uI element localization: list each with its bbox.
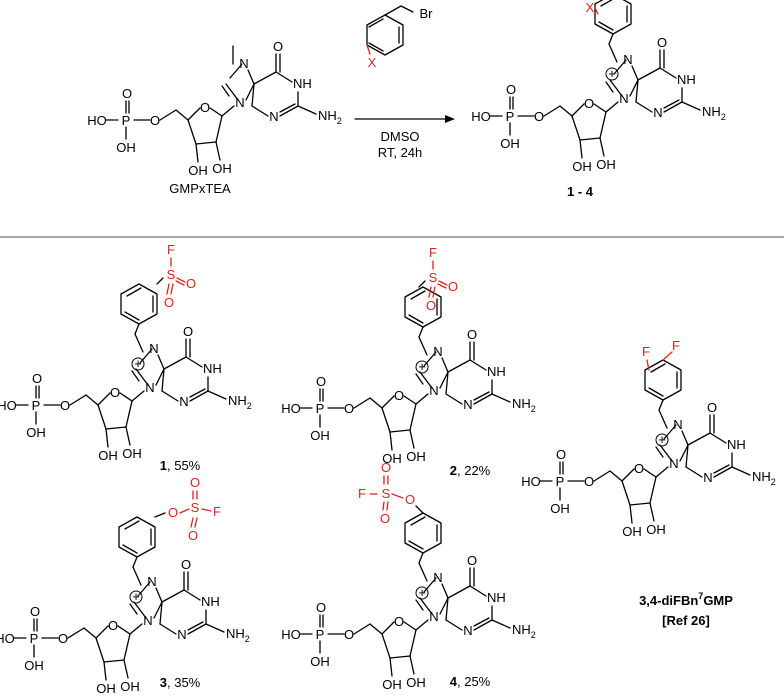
sulfur-label: S bbox=[382, 486, 391, 501]
compound-3-label: 3, 35% bbox=[160, 675, 201, 690]
substituent-x-label: X bbox=[586, 0, 595, 15]
product-general: X 1 - 4 bbox=[470, 0, 727, 199]
bromine-label: Br bbox=[420, 6, 434, 21]
compound-2: 2, 22% bbox=[280, 244, 537, 478]
compound-1: 1, 55% bbox=[0, 241, 253, 473]
reagent-benzyl-bromide: Br X bbox=[366, 5, 434, 70]
fluorine-label: F bbox=[642, 344, 650, 359]
starting-material-label: GMPxTEA bbox=[169, 181, 231, 196]
compound-4-label: 4, 25% bbox=[450, 674, 491, 689]
reference-compound-name: 3,4-diFBn7GMP bbox=[639, 591, 733, 608]
reaction-arrow: DMSO RT, 24h bbox=[354, 115, 455, 160]
fluorosulfate-group: O S F O O bbox=[358, 460, 424, 526]
compound-4: O S F O O 4, 25% bbox=[280, 460, 537, 693]
fluorine-label: F bbox=[672, 338, 680, 353]
starting-material: GMPxTEA bbox=[86, 38, 343, 196]
reference-citation: [Ref 26] bbox=[662, 613, 710, 628]
ether-oxygen-label: O bbox=[405, 492, 415, 507]
reference-compound: F F 3,4-diFBn7GMP [Ref 26] bbox=[520, 338, 777, 628]
product-label: 1 - 4 bbox=[567, 184, 594, 199]
solvent-label: DMSO bbox=[381, 129, 420, 144]
sulfonyl-oxygen-label: O bbox=[380, 511, 390, 526]
sulfonyl-oxygen-label: O bbox=[381, 460, 391, 475]
compound-2-label: 2, 22% bbox=[450, 463, 491, 478]
substituent-x-label: X bbox=[368, 55, 377, 70]
conditions-label: RT, 24h bbox=[378, 145, 423, 160]
compound-1-label: 1, 55% bbox=[160, 458, 201, 473]
fluorine-label: F bbox=[358, 486, 366, 501]
compound-3: 3, 35% bbox=[0, 474, 251, 697]
